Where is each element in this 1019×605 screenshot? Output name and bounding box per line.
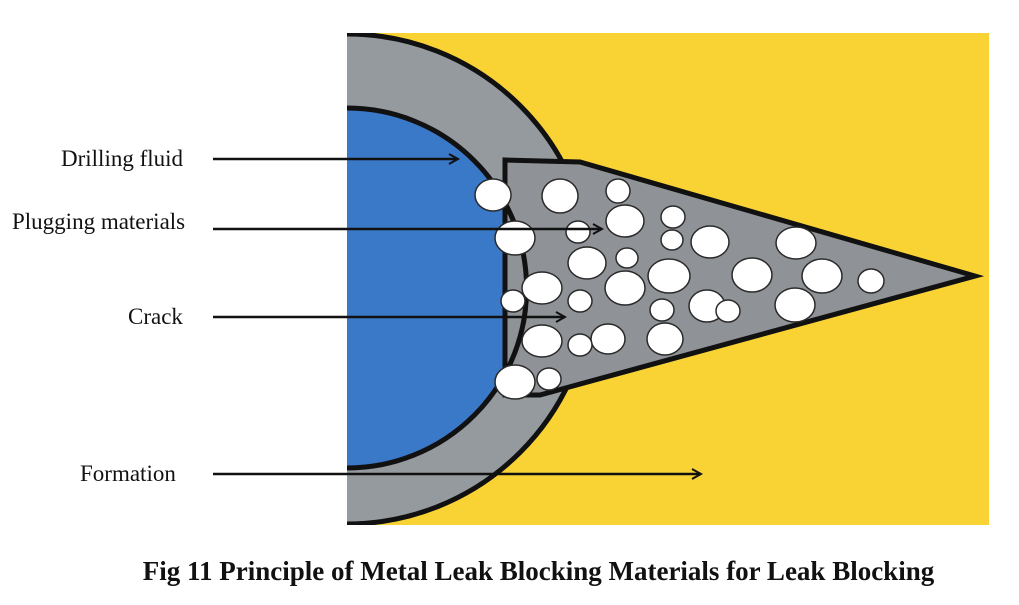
plugging-particle [715,299,741,323]
plugging-particle [521,271,563,305]
plugging-particle [731,257,773,293]
plugging-particle [474,178,512,212]
formation-label: Formation [80,461,176,486]
plugging-particles [474,178,885,400]
plugging-particle [567,289,593,313]
plugging-particle [605,204,645,238]
plugging-particle [660,229,684,251]
plugging-particle [536,367,562,391]
plugging-particle [660,205,686,229]
figure-caption: Fig 11 Principle of Metal Leak Blocking … [142,556,935,586]
plugging-particle [774,287,816,323]
plugging-particle [521,324,563,358]
plugging-particle [567,246,607,280]
plugging-materials-label: Plugging materials [12,209,186,234]
plugging-particle [590,323,626,355]
plugging-particle [541,178,579,214]
plugging-particle [615,247,639,269]
plugging-particle [565,220,591,244]
plugging-particle [647,258,691,294]
plugging-particle [646,322,684,356]
plugging-particle [801,258,843,294]
leak-blocking-diagram [213,33,989,525]
plugging-particle [775,226,817,260]
plugging-particle [494,220,536,256]
plugging-particle [649,298,675,322]
plugging-particle [500,289,526,313]
drilling-fluid-label: Drilling fluid [61,146,184,171]
plugging-particle [494,364,536,400]
plugging-particle [857,268,885,294]
plugging-particle [605,178,631,204]
crack-label: Crack [128,304,183,329]
plugging-particle [604,270,646,306]
drilling-fluid-region [347,105,530,471]
plugging-particle [690,225,730,259]
plugging-particle [567,333,593,357]
